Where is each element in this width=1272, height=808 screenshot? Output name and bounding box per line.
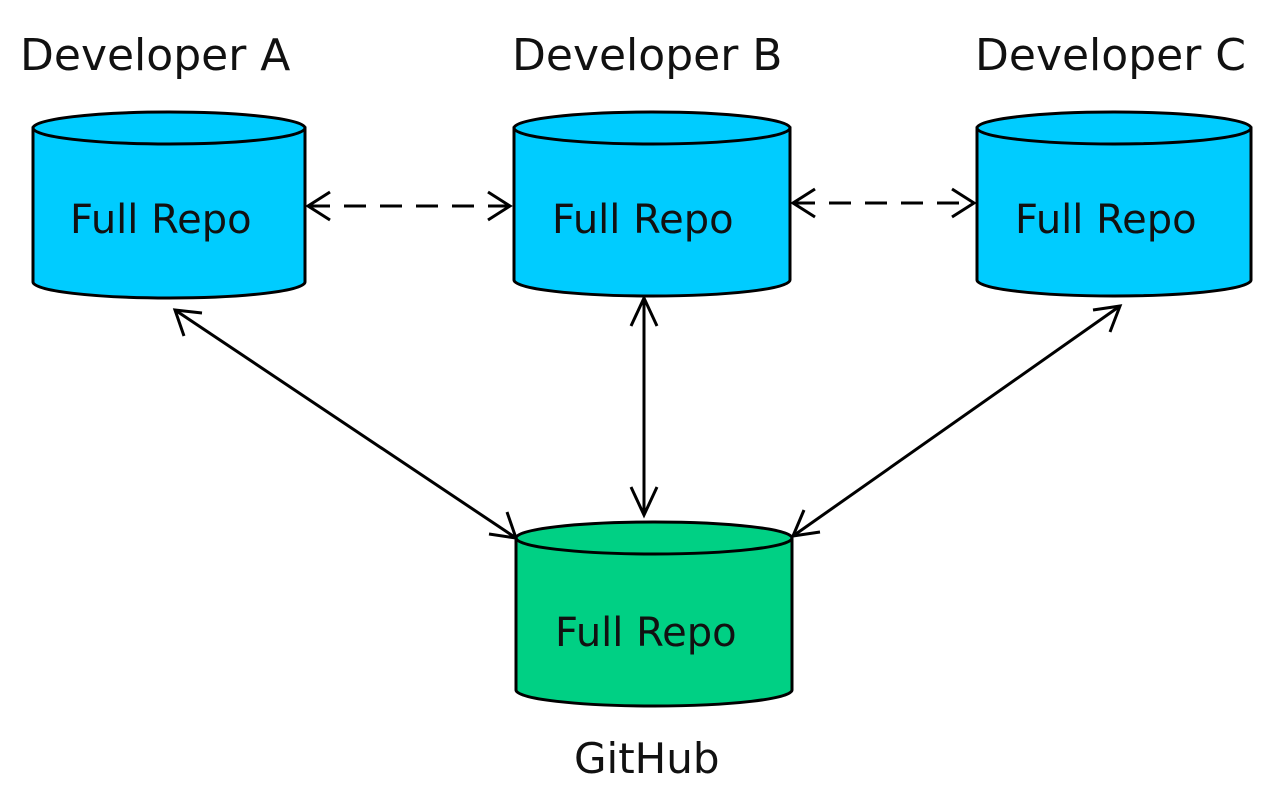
github-label: GitHub <box>574 734 720 783</box>
arrowhead-bottom <box>488 511 519 540</box>
connection-c-github <box>790 304 1123 538</box>
connection-b-github <box>629 294 659 519</box>
developer-b-repo-label: Full Repo <box>552 197 734 243</box>
repo-cylinder-github <box>514 520 794 708</box>
cylinder-body <box>31 126 307 300</box>
developer-c-repo-label: Full Repo <box>1015 197 1197 243</box>
arrowhead-right <box>487 190 513 222</box>
arrowhead-bottom <box>790 509 821 538</box>
developer-b-label: Developer B <box>512 30 783 81</box>
arrowhead-left <box>305 190 331 222</box>
cylinder-top <box>31 110 307 146</box>
repo-cylinder-developer-c <box>975 110 1253 298</box>
cylinder-body <box>514 536 794 708</box>
cylinder-top <box>514 520 794 556</box>
cylinder-top <box>975 110 1253 146</box>
cylinder-body <box>975 126 1253 298</box>
developer-a-repo-label: Full Repo <box>70 197 252 243</box>
cylinder-top <box>512 110 792 146</box>
arrowhead-bottom <box>629 486 659 519</box>
repo-cylinder-developer-b <box>512 110 792 298</box>
github-repo-label: Full Repo <box>555 610 737 656</box>
repo-cylinder-developer-a <box>31 110 307 300</box>
developer-a-label: Developer A <box>20 30 291 81</box>
connection-a-github <box>172 308 519 540</box>
cylinder-body <box>512 126 792 298</box>
connection-line <box>792 304 1121 538</box>
connection-a-b-dashed <box>305 190 513 222</box>
arrowhead-top <box>172 308 203 337</box>
arrowhead-top <box>629 294 659 327</box>
arrowhead-right <box>951 187 977 219</box>
connection-line <box>174 308 517 540</box>
connection-b-c-dashed <box>790 187 977 219</box>
developer-c-label: Developer C <box>975 30 1247 81</box>
arrowhead-top <box>1092 304 1123 333</box>
arrowhead-left <box>790 187 816 219</box>
